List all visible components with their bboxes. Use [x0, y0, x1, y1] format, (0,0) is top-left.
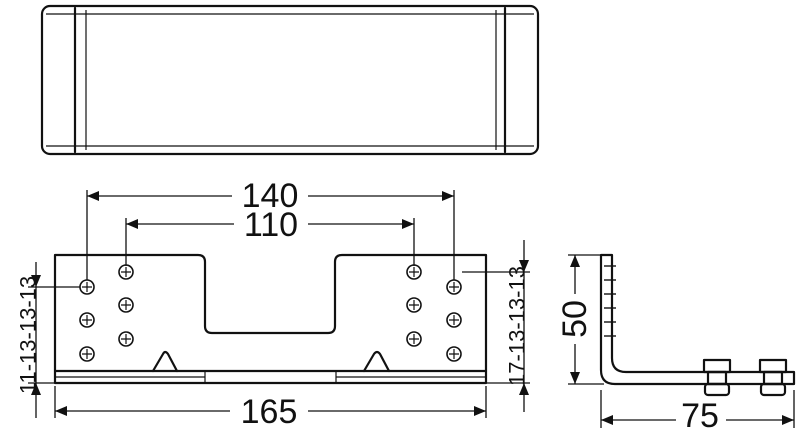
dimension-right-pitch: 17-13-13-13: [462, 240, 530, 412]
dim-label-165: 165: [241, 393, 298, 431]
dim-label-50: 50: [556, 300, 594, 338]
dim-label-right-pitch: 17-13-13-13: [505, 266, 530, 386]
left-hole-group: [79, 264, 134, 362]
right-hole-group: [406, 264, 462, 362]
dimension-165: 165: [54, 386, 487, 431]
dimension-75: 75: [600, 390, 795, 431]
dim-label-left-pitch: 11-13-13-13: [16, 276, 41, 394]
bolt: [758, 358, 788, 397]
dimension-140: 140: [86, 176, 455, 280]
top-view: [40, 4, 540, 156]
dimension-50: 50: [556, 254, 604, 385]
dim-label-110: 110: [244, 206, 298, 244]
dimension-left-pitch: 11-13-13-13: [16, 262, 80, 418]
bolt: [702, 358, 732, 397]
dimension-110: 110: [125, 206, 415, 266]
dim-label-75: 75: [681, 397, 719, 431]
side-view: [599, 253, 796, 397]
front-view: [53, 253, 488, 385]
